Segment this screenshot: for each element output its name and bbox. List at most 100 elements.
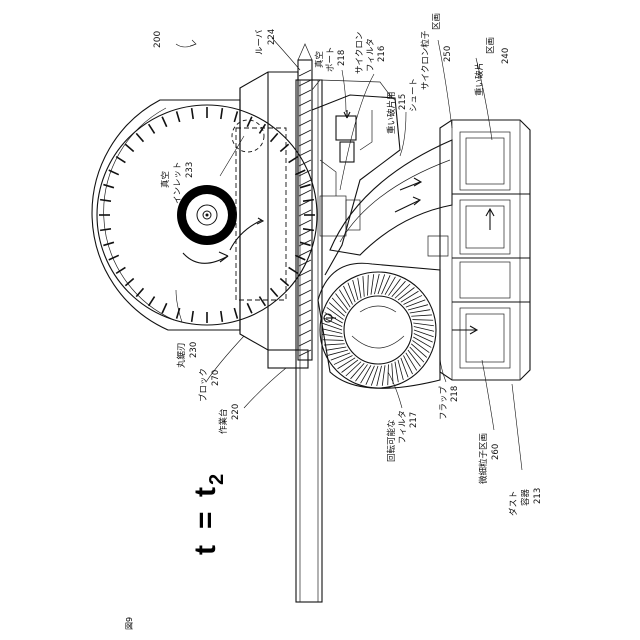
- svg-text:サイクロン粒子: サイクロン粒子: [420, 30, 431, 90]
- label-block: ブロック 270: [198, 368, 221, 402]
- svg-text:218: 218: [450, 386, 460, 402]
- filter-vane: [326, 347, 346, 350]
- svg-text:ブロック: ブロック: [198, 368, 209, 402]
- svg-text:224: 224: [267, 29, 277, 45]
- louver-slat: [299, 150, 311, 156]
- louver-slat: [299, 100, 311, 106]
- filter-vane: [378, 274, 385, 294]
- louver-slat: [299, 230, 311, 236]
- filter-vane: [371, 366, 378, 386]
- label-cyclone-filter: サイクロン フィルタ 216: [355, 32, 387, 74]
- svg-text:270: 270: [211, 370, 221, 386]
- filter-vane: [412, 340, 429, 352]
- louver-slat: [299, 110, 311, 116]
- label-blade: 丸鋸刃 230: [176, 342, 199, 368]
- louver-slat: [299, 90, 311, 96]
- label-heavy-section: 重い破片 区画 240: [474, 37, 511, 96]
- filter-vane: [355, 364, 367, 381]
- blade-tooth: [149, 297, 155, 306]
- svg-text:215: 215: [398, 94, 408, 110]
- blade-tooth: [259, 297, 265, 306]
- louver-slat: [299, 80, 311, 86]
- svg-text:233: 233: [185, 162, 195, 178]
- filter-vane: [408, 350, 421, 366]
- filter-vane: [377, 366, 382, 386]
- svg-text:微細粒子区画: 微細粒子区画: [478, 433, 489, 484]
- louver-slat: [299, 220, 311, 226]
- svg-text:フラップ: フラップ: [439, 385, 449, 420]
- svg-text:フィルタ: フィルタ: [398, 410, 408, 444]
- filter-vane: [388, 364, 389, 385]
- label-flap: フラップ 218: [439, 385, 460, 420]
- svg-text:真空: 真空: [314, 51, 325, 68]
- filter-vane: [410, 310, 430, 313]
- svg-text:218: 218: [337, 50, 347, 66]
- svg-text:サイクロン: サイクロン: [355, 32, 365, 74]
- svg-text:作業台: 作業台: [218, 408, 229, 434]
- filter-vane: [322, 323, 342, 330]
- filter-vane: [371, 274, 374, 295]
- filter-vane: [335, 294, 348, 310]
- blade-tooth: [162, 117, 167, 127]
- blade-tooth: [271, 288, 278, 296]
- svg-text:216: 216: [377, 46, 387, 62]
- label-table: 作業台 220: [218, 404, 241, 434]
- svg-text:260: 260: [491, 444, 501, 460]
- blade-tooth: [221, 311, 223, 322]
- blade-tooth: [100, 229, 111, 231]
- filter-vane: [403, 355, 412, 374]
- louver-slat: [299, 330, 311, 336]
- filter-vane: [363, 276, 364, 297]
- blade-tooth: [192, 311, 194, 322]
- blade-tooth: [103, 185, 114, 188]
- figure-ref-number: 200: [153, 31, 163, 48]
- label-cyclone-particles: サイクロン粒子 区画 250: [420, 13, 453, 90]
- filter-vane: [406, 353, 417, 371]
- filter-vane: [323, 340, 344, 341]
- filter-vane: [414, 330, 434, 337]
- label-vacuum-port: 真空 ポート 218: [314, 46, 347, 72]
- filter-vane: [343, 286, 352, 305]
- louver-slat: [299, 190, 311, 196]
- blade-tooth: [221, 108, 223, 119]
- filter-vane: [368, 275, 369, 296]
- louver-slat: [299, 350, 311, 356]
- blade-tooth: [177, 111, 180, 122]
- svg-text:フィルタ: フィルタ: [366, 38, 376, 72]
- louver-slat: [299, 310, 311, 316]
- filter-vane: [403, 295, 422, 304]
- filter-vane: [323, 318, 342, 327]
- labels: 200 ルーバ 224 真空 ポート 218 サイクロン フィルタ 216 重い…: [125, 13, 543, 630]
- svg-text:丸鋸刃: 丸鋸刃: [176, 342, 187, 368]
- svg-text:真空: 真空: [160, 171, 171, 188]
- filter-vane: [358, 278, 361, 298]
- filter-vane: [401, 291, 419, 302]
- filter-vane: [388, 279, 400, 296]
- blade-tooth: [234, 111, 237, 122]
- svg-text:区画: 区画: [486, 37, 496, 54]
- rotatable-filter: [318, 263, 440, 388]
- label-rotary-filter: 回転可能な フィルタ 217: [386, 410, 419, 462]
- filter-vane: [361, 365, 371, 383]
- filter-vanes: [322, 274, 434, 386]
- svg-text:シュート: シュート: [409, 78, 419, 112]
- blade-tooth: [280, 144, 288, 151]
- label-heavy-chute: 重い破片用 215 シュート: [386, 78, 419, 134]
- filter-vane: [339, 290, 350, 308]
- svg-text:2: 2: [206, 474, 228, 485]
- filter-vane: [412, 320, 433, 321]
- blade-tooth: [136, 288, 143, 296]
- blade-tooth: [192, 108, 194, 119]
- blade-tooth: [247, 117, 252, 127]
- time-equation: t = t 2: [189, 474, 228, 555]
- blade-tooth: [271, 133, 278, 141]
- filter-vane: [366, 366, 375, 385]
- svg-text:250: 250: [443, 46, 453, 62]
- svg-text:インレット: インレット: [173, 161, 183, 204]
- blade-tooth: [247, 303, 252, 313]
- louver-slat: [299, 120, 311, 126]
- blade-tooth: [280, 279, 288, 286]
- filter-vane: [374, 274, 379, 294]
- louver-slat: [299, 320, 311, 326]
